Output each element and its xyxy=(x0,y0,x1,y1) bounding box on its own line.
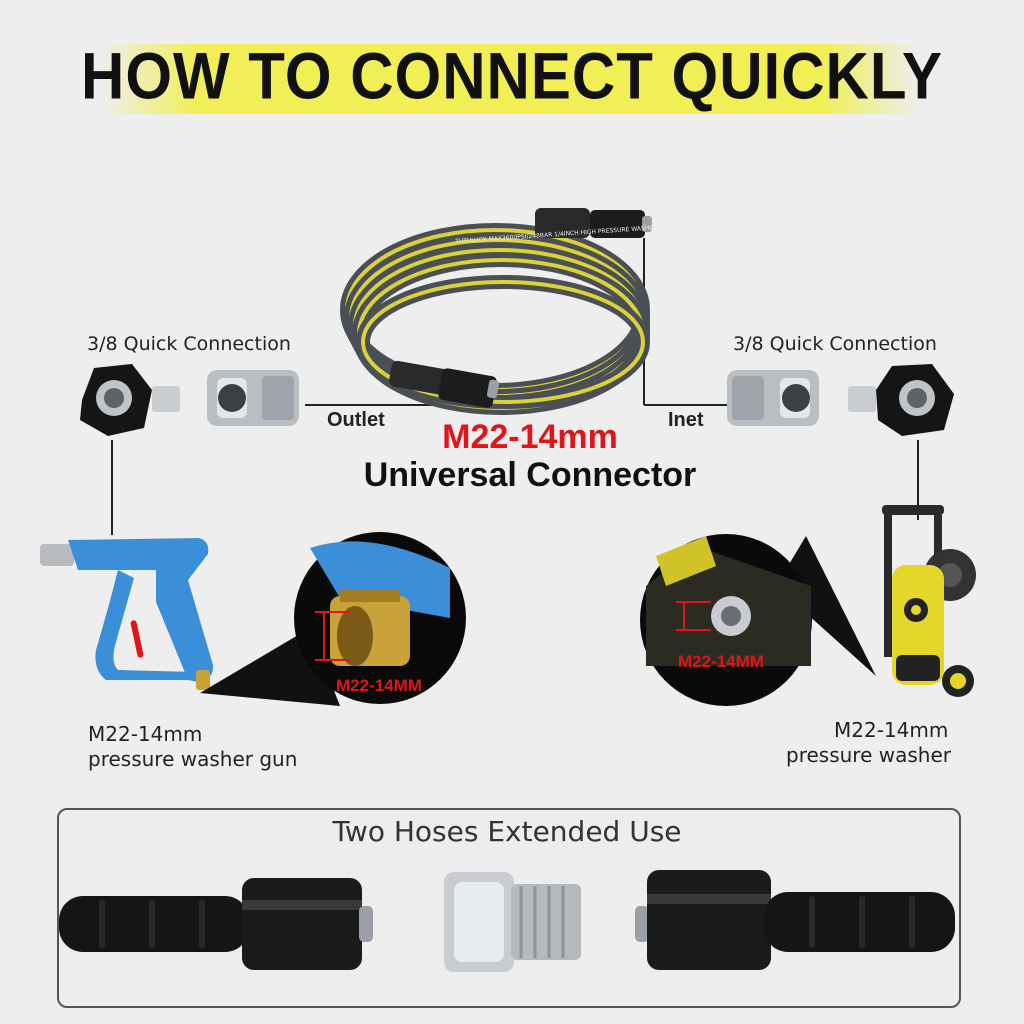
pressure-washer-gun-icon xyxy=(40,538,214,690)
left-coupler-icon xyxy=(207,370,299,426)
right-hose-end xyxy=(635,870,955,970)
left-quick-connection-label: 3/8 Quick Connection xyxy=(87,333,291,355)
right-quick-connector-set xyxy=(727,364,954,436)
gun-caption-line1: M22-14mm xyxy=(88,722,203,746)
center-adapter xyxy=(444,872,581,972)
right-nut-icon xyxy=(848,364,954,436)
two-hoses-illustration xyxy=(59,870,955,972)
washer-caption-line2: pressure washer xyxy=(786,743,951,767)
gun-size-tag: M22-14MM xyxy=(336,676,422,695)
pressure-washer-machine-icon xyxy=(882,505,976,697)
gun-fitting-zoom xyxy=(200,532,466,706)
gun-caption-line2: pressure washer gun xyxy=(88,747,298,771)
washer-size-tag: M22-14MM xyxy=(678,652,764,671)
coiled-hose xyxy=(340,208,652,415)
extended-use-title: Two Hoses Extended Use xyxy=(332,815,682,848)
washer-caption-line1: M22-14mm xyxy=(834,718,949,742)
outlet-label: Outlet xyxy=(327,409,385,431)
washer-outlet-zoom xyxy=(640,534,876,706)
title-highlight-band xyxy=(100,44,920,114)
inlet-label: Inet xyxy=(668,409,704,431)
right-coupler-icon xyxy=(727,370,819,426)
connector-size-label: M22-14mm xyxy=(442,418,618,456)
page-title: HOW TO CONNECT QUICKLY xyxy=(80,39,944,113)
universal-connector-label: Universal Connector xyxy=(363,456,697,494)
left-quick-connector-set xyxy=(80,364,299,436)
right-quick-connection-label: 3/8 Quick Connection xyxy=(733,333,937,355)
left-nut-icon xyxy=(80,364,180,436)
left-hose-end xyxy=(59,878,373,970)
